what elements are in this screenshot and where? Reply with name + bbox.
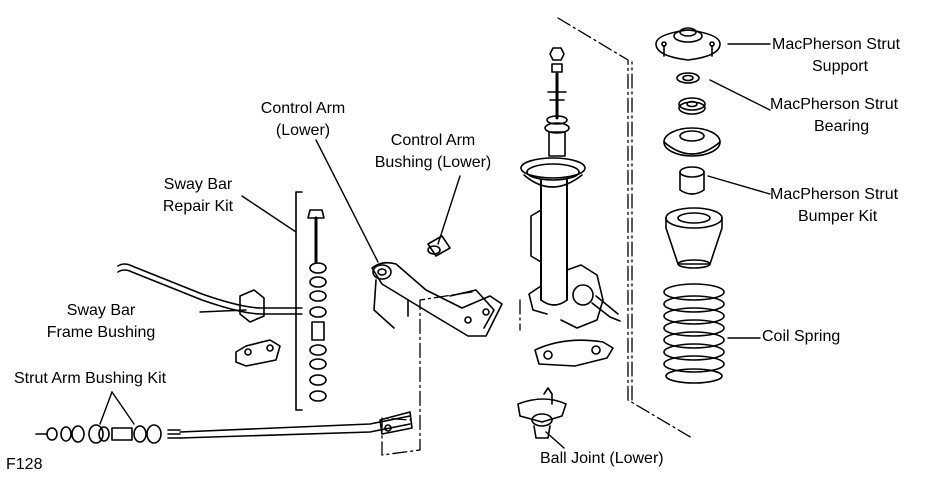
label-control-arm-line1: Control Arm (260, 100, 346, 117)
label-strut-arm-bushing: Strut Arm Bushing Kit (14, 370, 167, 387)
label-control-arm-bushing-line2: Bushing (Lower) (374, 154, 492, 171)
label-sway-bar-frame-line2: Frame Bushing (46, 324, 156, 341)
label-sway-bar-frame: Sway Bar Frame Bushing (36, 300, 166, 344)
label-strut-bearing-line2: Bearing (814, 118, 870, 135)
label-control-arm-bushing-line1: Control Arm (390, 132, 476, 149)
frame-bushing-bracket (235, 339, 281, 367)
label-strut-bearing: MacPherson Strut Bearing (770, 94, 898, 138)
ball-joint-part (517, 387, 567, 439)
sway-bar-link-kit (295, 191, 327, 411)
strut-support-part (655, 27, 721, 61)
label-strut-bumper-line2: Bumper Kit (798, 208, 878, 225)
label-sway-bar-frame-line1: Sway Bar (66, 302, 136, 319)
leader-lines (99, 43, 771, 449)
control-arm-part (371, 261, 503, 337)
sway-bar-part (117, 263, 303, 323)
label-control-arm-bushing: Control Arm Bushing (Lower) (368, 130, 498, 174)
label-strut-bumper-line1: MacPherson Strut (770, 186, 899, 203)
dust-boot-part (665, 207, 723, 269)
label-control-arm-line2: (Lower) (275, 122, 331, 139)
label-strut-bearing-line1: MacPherson Strut (770, 96, 899, 113)
label-ball-joint: Ball Joint (Lower) (540, 450, 664, 467)
coil-spring-part (663, 283, 725, 384)
label-sway-bar-repair-line2: Repair Kit (162, 198, 234, 215)
label-control-arm: Control Arm (Lower) (248, 98, 358, 142)
label-strut-support: MacPherson Strut Support (772, 34, 900, 78)
label-strut-bumper: MacPherson Strut Bumper Kit (770, 184, 898, 228)
assembly-guide-lines (381, 17, 693, 456)
figure-code: F128 (6, 456, 43, 473)
strut-rod-part (167, 411, 413, 439)
strut-washer-part (676, 72, 700, 84)
control-arm-bushing-part (427, 235, 451, 257)
strut-bearing-part (678, 97, 706, 115)
label-strut-support-line1: MacPherson Strut (772, 36, 901, 53)
strut-assembly (520, 47, 621, 367)
label-strut-support-line2: Support (812, 58, 869, 75)
label-sway-bar-repair-line1: Sway Bar (163, 176, 233, 193)
bumper-part (679, 166, 705, 195)
label-sway-bar-repair: Sway Bar Repair Kit (148, 174, 248, 218)
strut-arm-bushing-kit-part (35, 424, 162, 444)
upper-spring-seat-part (663, 127, 721, 157)
label-coil-spring: Coil Spring (762, 328, 841, 345)
